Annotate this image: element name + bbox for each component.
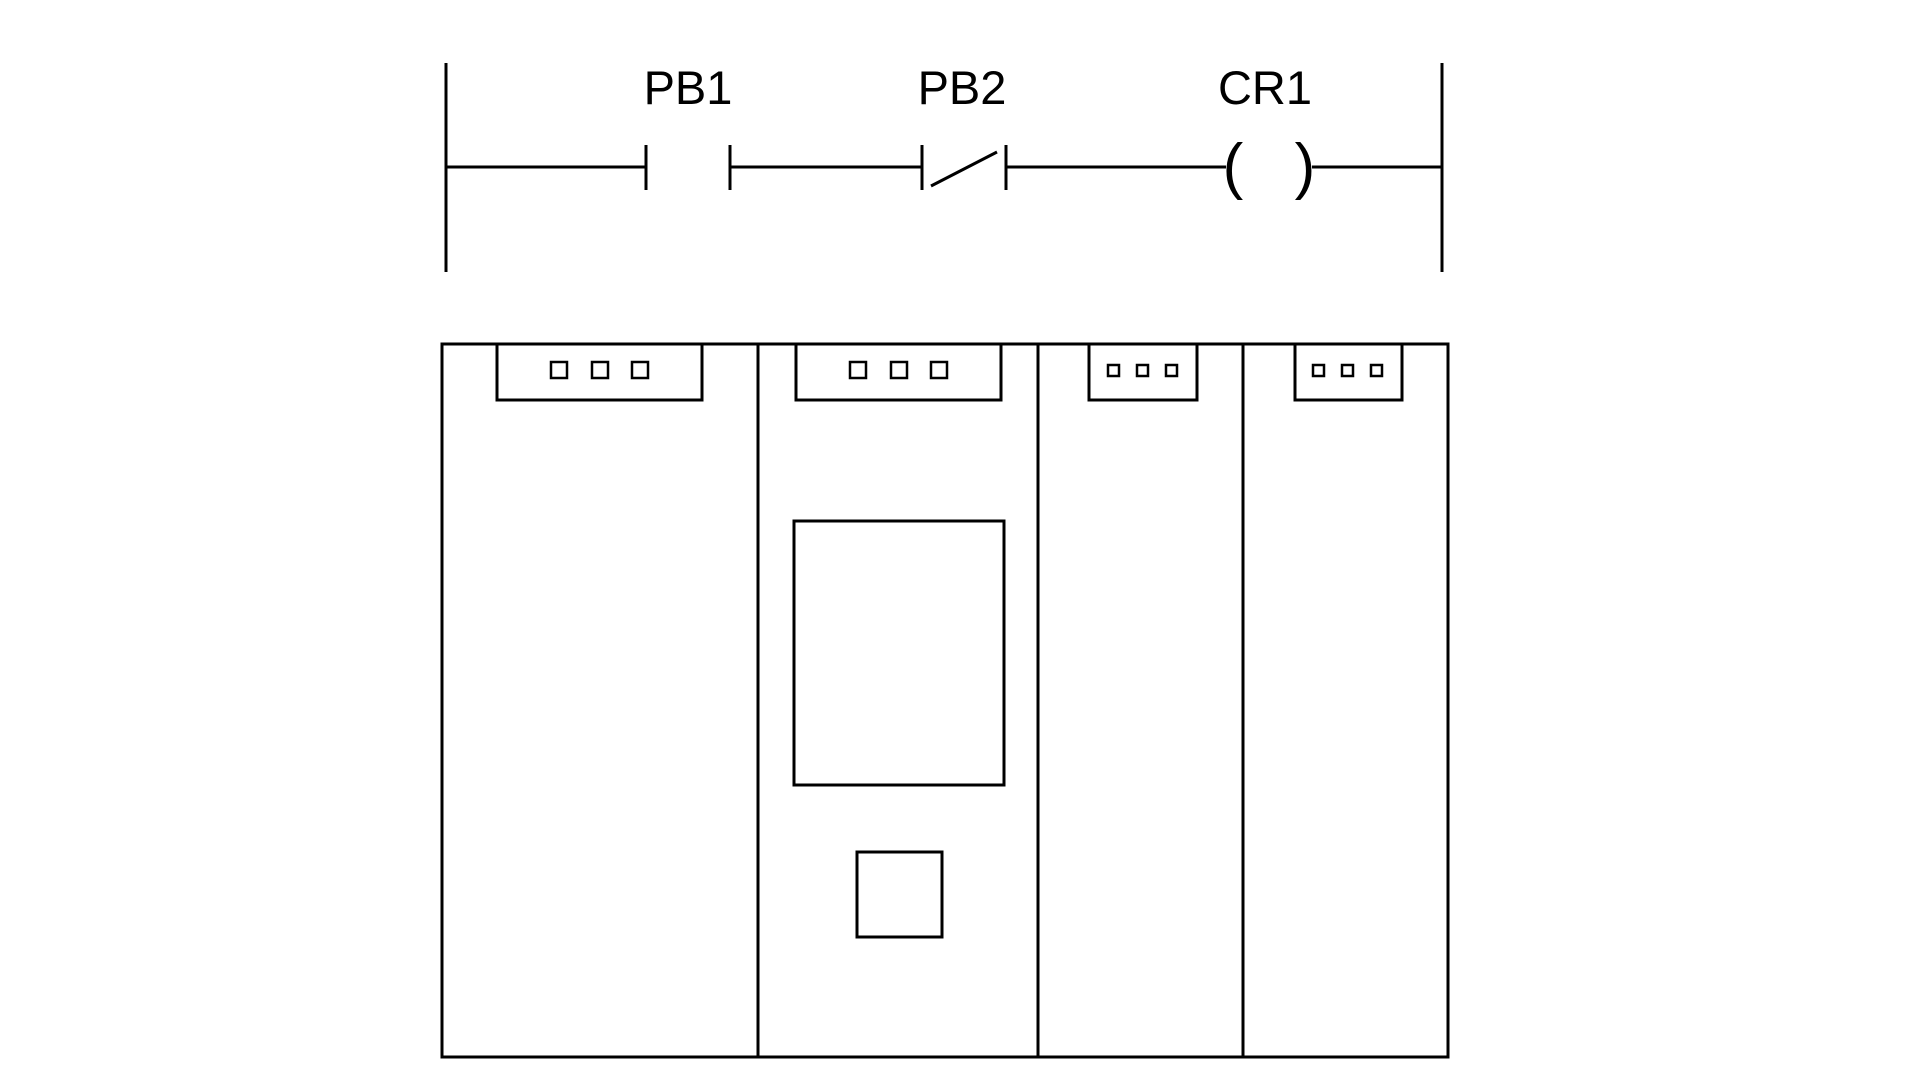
plc-module-4	[1293, 342, 1404, 402]
cr1-coil-close-paren: )	[1295, 132, 1316, 201]
cpu-mode-button[interactable]	[855, 850, 944, 939]
module-3-led-3	[1164, 363, 1179, 378]
cr1-label: CR1	[1218, 61, 1312, 114]
pb2-label: PB2	[918, 61, 1007, 114]
module-2-led-1	[848, 360, 868, 380]
module-2-led-2	[889, 360, 909, 380]
module-1-led-1	[549, 360, 569, 380]
module-4-led-3	[1369, 363, 1384, 378]
ladder-rung: PB1 PB2 ( ) CR1	[444, 61, 1444, 272]
pb1-label: PB1	[644, 61, 733, 114]
pb2-contact: PB2	[918, 61, 1008, 190]
module-4-led-1	[1311, 363, 1326, 378]
module-1-led-3	[630, 360, 650, 380]
plc-module-1	[495, 342, 704, 402]
cpu-display-panel	[792, 519, 1006, 787]
cr1-coil: ( ) CR1	[1218, 61, 1315, 201]
plc-module-3	[1087, 342, 1199, 402]
module-2-led-3	[929, 360, 949, 380]
module-3-led-1	[1106, 363, 1121, 378]
module-3-led-2	[1135, 363, 1150, 378]
module-3-connector	[1087, 342, 1199, 402]
module-2-connector	[794, 342, 1003, 402]
cr1-coil-open-paren: (	[1223, 132, 1244, 201]
module-4-connector	[1293, 342, 1404, 402]
module-4-led-2	[1340, 363, 1355, 378]
pb2-normally-closed-slash	[930, 150, 998, 188]
plc-rack	[440, 342, 1450, 1059]
pb1-contact: PB1	[644, 61, 733, 190]
rack-outline	[440, 342, 1450, 1059]
module-1-connector	[495, 342, 704, 402]
module-1-led-2	[590, 360, 610, 380]
plc-module-2-cpu	[792, 342, 1006, 939]
